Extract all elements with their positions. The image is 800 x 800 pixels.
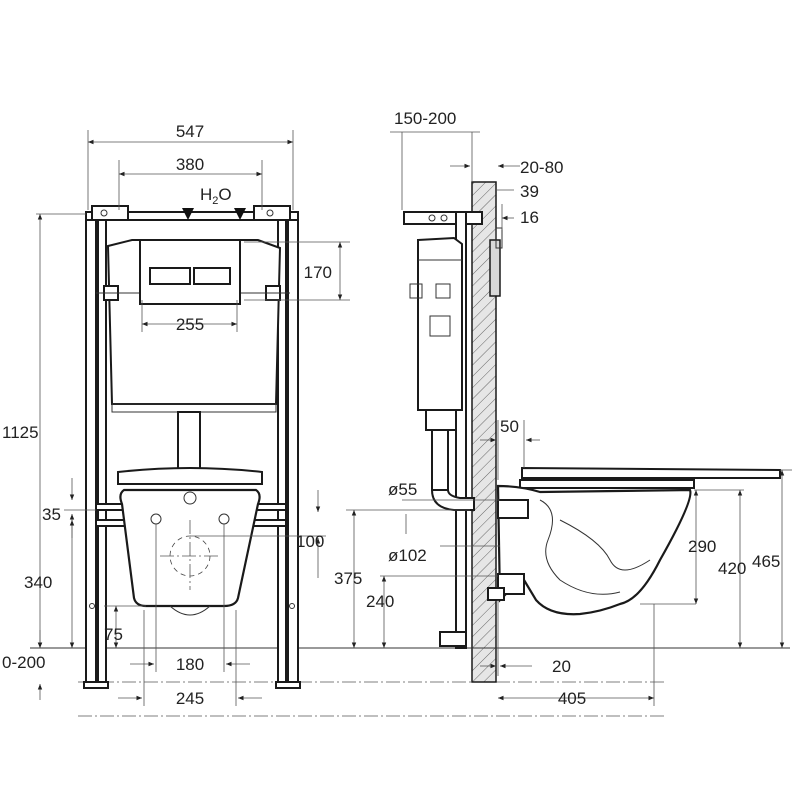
water-inlet-label: H2O [200, 185, 232, 207]
dim-465: 465 [752, 552, 780, 571]
water-inlet-marker-right [234, 208, 246, 220]
dim-1125: 1125 [2, 423, 39, 442]
dim-0-200: 0-200 [2, 653, 45, 672]
dim-340: 340 [24, 573, 52, 592]
dim-180: 180 [176, 655, 204, 674]
water-inlet-marker-left [182, 208, 194, 220]
dim-290: 290 [688, 537, 716, 556]
dim-420: 420 [718, 559, 746, 578]
dim-35: 35 [42, 505, 61, 524]
dim-405: 405 [558, 689, 586, 708]
dim-547: 547 [176, 122, 204, 141]
toilet-bowl-front [117, 467, 263, 616]
dim-dia-102: ø102 [388, 546, 427, 565]
installation-frame-side [403, 211, 483, 649]
dim-240: 240 [366, 592, 394, 611]
dim-380: 380 [176, 155, 204, 174]
dim-100: 100 [296, 532, 324, 551]
dim-75: 75 [104, 625, 123, 644]
dim-245: 245 [176, 689, 204, 708]
front-view: 547 380 H2O 170 255 1125 35 340 [2, 122, 665, 717]
cistern-side [409, 227, 503, 511]
side-view: 150-200 20-80 39 16 50 ø55 375 ø102 240 [334, 109, 792, 708]
flush-button-right [193, 267, 231, 285]
dim-dia-55: ø55 [388, 480, 417, 499]
dim-50: 50 [500, 417, 519, 436]
dim-255: 255 [176, 315, 204, 334]
flush-button-left [149, 267, 191, 285]
cistern [96, 239, 290, 475]
toilet-side [487, 466, 781, 616]
dim-39: 39 [520, 182, 539, 201]
dim-150-200: 150-200 [394, 109, 456, 128]
dim-375: 375 [334, 569, 362, 588]
dim-20: 20 [552, 657, 571, 676]
dim-16: 16 [520, 208, 539, 227]
dim-170: 170 [304, 263, 332, 282]
dim-20-80: 20-80 [520, 158, 563, 177]
